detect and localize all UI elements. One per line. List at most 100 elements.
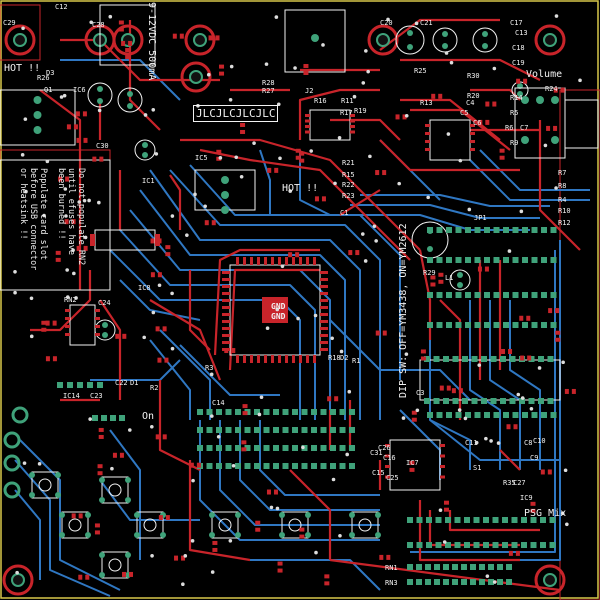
via [397,181,401,186]
smd-passive-pad [55,257,61,262]
ic-pin [350,114,355,117]
psg-resistor-pad [426,517,432,523]
via [71,248,75,252]
smd-passive-pad [240,122,246,127]
volume-pot-pad [536,96,544,104]
psg-resistor-pad [521,517,527,523]
refdes-label: C20 [380,19,393,27]
psg-resistor-pad [483,542,489,548]
smd-passive-pad [216,156,222,161]
bottom-copper-trace [479,149,590,191]
psg-resistor-pad [492,542,499,548]
smd-passive-pad [45,356,50,362]
s1-switch-pad [541,227,547,233]
socket-pin-pad [474,292,481,298]
via [330,336,334,341]
smd-passive-pad [98,427,104,432]
bottom-copper-trace [429,419,560,461]
smd-passive-pad [324,574,330,579]
dip-pin [490,356,497,362]
smd-passive-pad [420,356,426,361]
refdes-label: R14 [510,94,523,102]
s1-switch-pad [512,257,519,263]
dip-pin [500,398,506,404]
smd-passive-pad [288,252,293,258]
header-pin-pad [216,463,222,469]
capacitor-pad [517,91,523,97]
smd-passive-pad [155,434,160,440]
s1-switch-pad [541,257,547,263]
jp1-pin-pad [225,427,232,433]
mounting-hole [543,573,557,587]
smd-passive-pad [277,561,283,566]
ic-pin [95,317,100,320]
volume-pot-shaft [564,99,599,149]
refdes-label: C14 [212,399,225,407]
push-button-actuator [108,558,122,572]
header-pin-pad [339,445,346,451]
smd-passive-pad [165,245,171,250]
via [492,66,497,71]
ic-pin [264,257,267,265]
ic-pin [425,124,430,127]
rn1-pin-pad [497,564,503,570]
via [474,440,479,445]
via [13,290,17,295]
bottom-copper-trace [149,339,191,420]
capacitor-outline [87,82,113,108]
ic-pin [222,313,230,316]
jp1-pin-pad [339,409,346,415]
s1-switch-pad [550,257,557,263]
smd-passive-pad [85,574,90,580]
socket-pin-pad [493,412,500,418]
push-button-actuator [143,518,157,532]
ic-pin [65,325,70,328]
top-copper-trace [448,510,540,532]
socket-pin-pad [455,292,462,298]
bottom-copper-trace [259,149,271,215]
refdes-label: R6 [505,124,514,132]
smd-passive-pad [540,469,545,475]
smd-passive-pad [477,266,482,272]
smd-passive-pad [485,119,490,125]
smd-passive-pad [438,279,444,284]
refdes-label: R15 [342,171,355,179]
socket-pin-pad [503,292,509,298]
via [23,117,28,121]
volume-label: Volume [526,69,563,80]
via [485,574,490,578]
smd-passive-pad [386,554,391,560]
refdes-label: RN3 [385,579,398,587]
psg-resistor-pad [435,517,442,523]
dc-jack-outline [99,4,156,66]
smd-passive-pad [162,434,167,440]
via [426,195,430,200]
smd-passive-pad [438,93,443,99]
s1-switch-pad [503,257,509,263]
jp1-pin-pad [320,427,327,433]
socket-pin-pad [541,412,547,418]
ic-pin [470,148,475,151]
via [20,153,25,157]
s1-switch-pad [465,227,471,233]
push-button-pad [55,492,61,498]
refdes-label: R29 [423,269,436,277]
bottom-copper-trace [199,420,380,541]
via [275,307,280,312]
bottom-copper-trace [19,439,121,591]
rn3-pin-pad [497,579,503,585]
smd-passive-pad [240,129,246,134]
header-pin-pad [273,445,279,451]
s1-switch-pad [436,257,443,263]
dip-pin [538,398,544,404]
refdes-label: R16 [314,97,327,105]
smd-passive-pad [547,469,552,475]
via [88,417,92,421]
refdes-label: R7 [558,169,567,177]
ic-pin [257,355,260,363]
rn1-pin-pad [434,564,440,570]
push-button-pad [305,532,311,538]
smd-passive-pad [555,330,561,335]
smd-passive-pad [501,348,506,354]
via [59,95,64,99]
